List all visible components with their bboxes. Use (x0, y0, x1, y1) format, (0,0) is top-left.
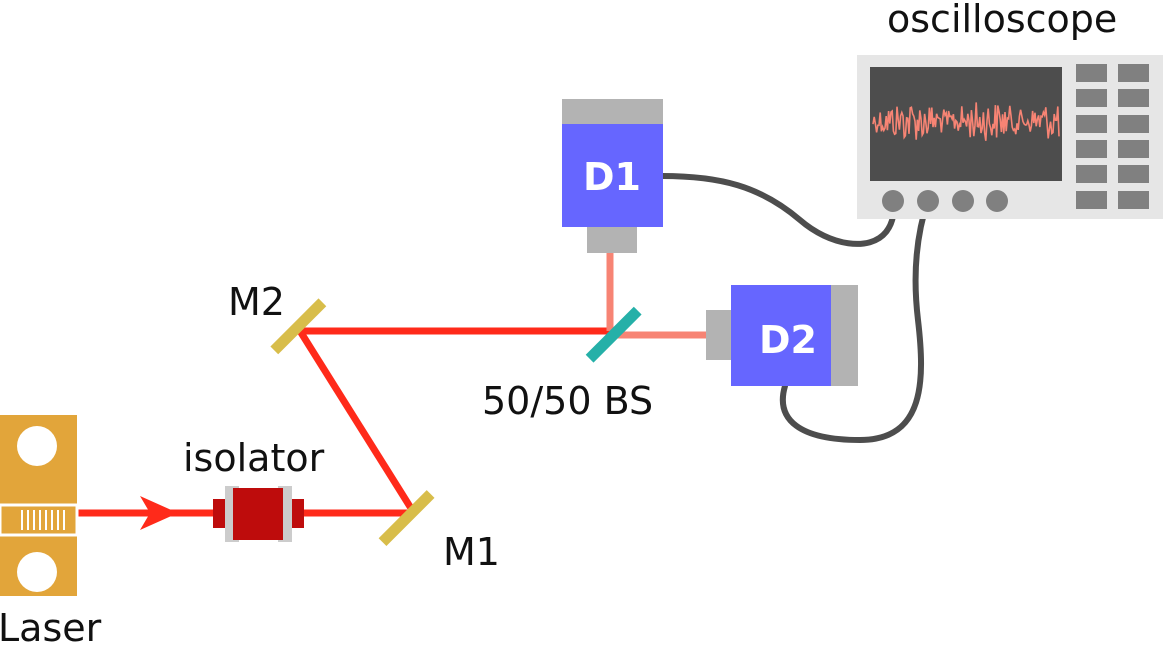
laser-diode (0, 503, 79, 537)
oscilloscope-button-grid (1076, 64, 1149, 209)
mirror-m1-label: M1 (443, 530, 500, 574)
oscilloscope-input-knobs (882, 190, 1008, 212)
isolator-left-cap (213, 499, 227, 528)
oscilloscope-label: oscilloscope (887, 0, 1117, 41)
mirror-m1 (378, 490, 435, 546)
mirror-m2 (270, 298, 327, 355)
beam-m1-to-m2 (297, 329, 417, 515)
laser-mount-hole-top (17, 426, 57, 466)
isolator (213, 486, 304, 542)
oscilloscope-channel-2-knob (917, 190, 939, 212)
laser-mount-hole-bottom (17, 552, 57, 592)
oscilloscope-channel-1-knob (882, 190, 904, 212)
detector-d1-back-cap (562, 99, 663, 127)
laser-label: Laser (0, 606, 102, 649)
mirror-m2-label: M2 (228, 280, 285, 324)
detector-d2-body (731, 285, 834, 386)
detector-d2-window (706, 310, 732, 360)
detector-d2: D2 (706, 285, 858, 386)
beam-arrow-icon (140, 496, 178, 530)
oscilloscope-channel-3-knob (952, 190, 974, 212)
detector-d2-label: D2 (759, 318, 817, 362)
detector-d1-window (587, 227, 637, 253)
isolator-core (233, 488, 283, 540)
cable-d2-to-scope (779, 197, 931, 444)
beamsplitter-label: 50/50 BS (482, 379, 653, 423)
detector-d1-body (562, 124, 663, 227)
isolator-right-cap (290, 499, 304, 528)
isolator-label: isolator (183, 436, 325, 480)
detector-d1-label: D1 (583, 155, 641, 199)
oscilloscope (857, 55, 1163, 219)
oscilloscope-trace (872, 102, 1060, 141)
beamsplitter (585, 306, 642, 363)
laser-diode-fins (21, 510, 65, 530)
cable-d1-to-scope (659, 173, 897, 247)
detector-d1: D1 (562, 99, 663, 253)
oscilloscope-channel-4-knob (986, 190, 1008, 212)
laser (0, 415, 79, 596)
detector-d2-back-cap (831, 285, 858, 386)
